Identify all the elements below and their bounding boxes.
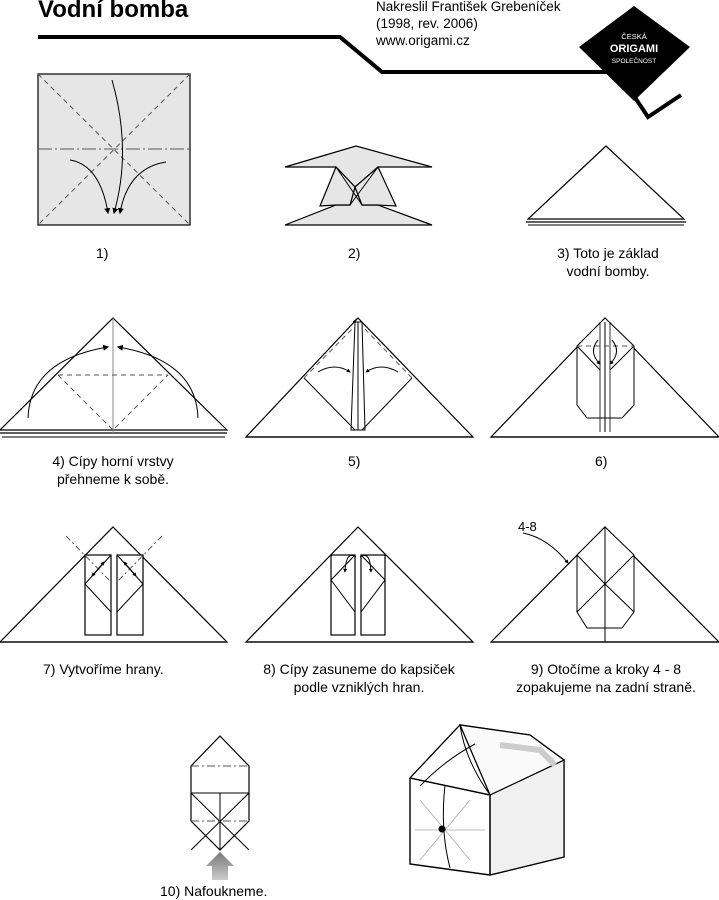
logo-top-text: ČESKÁ (621, 32, 646, 41)
inflate-arrow-icon (206, 852, 234, 880)
step-4-caption-line1: 4) Cípy horní vrstvy (52, 453, 174, 469)
step-9-caption-line1: 9) Otočíme a kroky 4 - 8 (530, 661, 682, 677)
step-2-caption: 2) (348, 245, 361, 261)
step-9-caption-line2: zopakujeme na zadní straně. (516, 679, 696, 695)
step-8-diagram (244, 526, 475, 643)
logo-main-text: ORIGAMI (610, 43, 658, 55)
step-7-diagram (0, 526, 229, 643)
step-3-caption: 3) Toto je základ vodní bomby. (538, 244, 678, 280)
step-10-diagram (190, 735, 250, 880)
step-3-caption-line2: vodní bomby. (566, 263, 650, 279)
step-1-caption: 1) (96, 245, 109, 261)
step-2-diagram (284, 145, 433, 226)
credits-website[interactable]: www.origami.cz (376, 33, 470, 48)
step-5-diagram (244, 317, 475, 438)
credits-years: (1998, rev. 2006) (376, 16, 478, 31)
step-8-caption: 8) Cípy zasuneme do kapsiček podle vznik… (250, 660, 468, 696)
header-rule (38, 35, 683, 120)
step-8-caption-line1: 8) Cípy zasuneme do kapsiček (263, 661, 455, 677)
step-7-caption: 7) Vytvoříme hrany. (43, 661, 164, 677)
step-4-diagram (0, 317, 229, 438)
logo-bottom-text: SPOLEČNOST (612, 56, 656, 65)
finished-cube-diagram (408, 723, 566, 876)
step-8-caption-line2: podle vzniklých hran. (293, 679, 425, 695)
logo-ceska-origami-spolecnost: ČESKÁ ORIGAMI SPOLEČNOST (579, 6, 690, 101)
step-9-reference-label: 4-8 (518, 519, 537, 534)
step-9-caption: 9) Otočíme a kroky 4 - 8 zopakujeme na z… (503, 660, 709, 696)
credits-block: Nakreslil František Grebeníček (1998, re… (376, 0, 561, 49)
step-6-caption: 6) (595, 453, 608, 469)
step-1-diagram (37, 73, 191, 226)
step-10-caption: 10) Nafoukneme. (160, 883, 268, 899)
step-4-caption-line2: přehneme k sobě. (56, 471, 170, 487)
step-6-diagram (489, 317, 719, 438)
step-3-caption-line1: 3) Toto je základ (557, 245, 659, 261)
step-4-caption: 4) Cípy horní vrstvy přehneme k sobě. (38, 452, 188, 488)
step-5-caption: 5) (348, 453, 361, 469)
page-title: Vodní bomba (38, 0, 189, 23)
credits-author: Nakreslil František Grebeníček (376, 0, 561, 14)
step-9-diagram (489, 526, 719, 643)
step-3-diagram (526, 145, 686, 226)
